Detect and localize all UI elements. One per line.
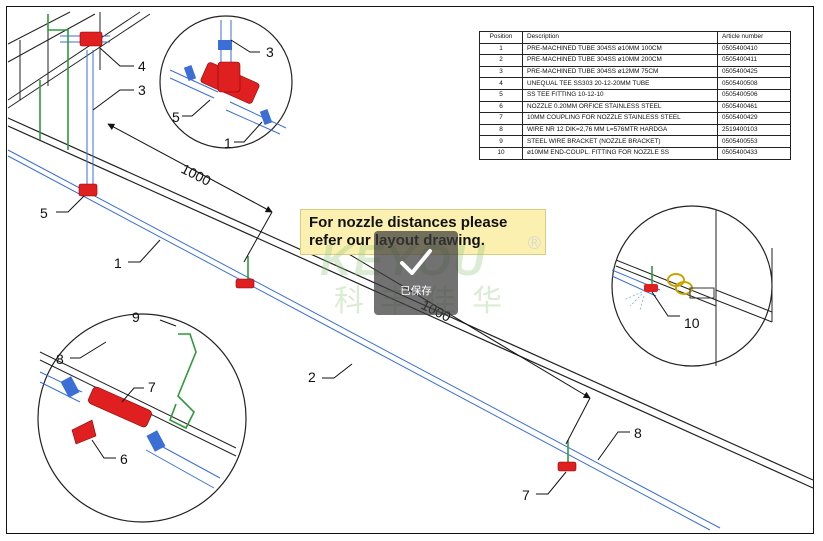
cell-position: 6 bbox=[479, 100, 523, 114]
callout-2: 2 bbox=[308, 369, 316, 385]
dimension-label-1: 1000 bbox=[179, 160, 214, 188]
callout-5-main: 5 bbox=[40, 205, 48, 221]
fittings bbox=[78, 31, 577, 472]
callout-1-top: 1 bbox=[224, 135, 232, 151]
cell-description: SS TEE FITTING 10-12-10 bbox=[522, 88, 718, 102]
callout-8-detail: 8 bbox=[56, 351, 64, 367]
cell-position: 5 bbox=[479, 88, 523, 102]
saved-toast-label: 已保存 bbox=[400, 285, 432, 297]
callout-6: 6 bbox=[120, 451, 128, 467]
frame-structure bbox=[7, 11, 151, 109]
nozzle-coupling-b bbox=[557, 461, 577, 472]
checkmark-icon bbox=[400, 249, 432, 275]
cell-position: 4 bbox=[479, 77, 523, 90]
cell-position: 1 bbox=[479, 42, 523, 56]
callout-3-main: 3 bbox=[138, 82, 146, 98]
cell-description: STEEL WIRE BRACKET (NOZZLE BRACKET) bbox=[522, 135, 718, 148]
dimension-lines bbox=[107, 123, 591, 445]
callout-4: 4 bbox=[138, 58, 146, 74]
callout-5-top: 5 bbox=[172, 109, 180, 125]
saved-toast: 已保存 bbox=[374, 231, 458, 315]
detail-circle-top: 3 5 1 bbox=[159, 15, 293, 151]
header-article-number: Article number bbox=[717, 31, 791, 44]
cell-description: 10MM COUPLING FOR NOZZLE STAINLESS STEEL bbox=[522, 112, 718, 125]
cell-article: 0505400411 bbox=[717, 54, 791, 67]
leader-lines bbox=[56, 47, 630, 495]
cell-article: 0505400508 bbox=[717, 77, 791, 90]
header-description: Description bbox=[522, 31, 718, 44]
cell-description: PRE-MACHINED TUBE 304SS ø10MM 200CM bbox=[522, 54, 718, 67]
note-line-1: For nozzle distances please bbox=[309, 214, 508, 231]
cell-description: PRE-MACHINED TUBE 304SS ø10MM 100CM bbox=[522, 42, 718, 56]
callout-7-detail: 7 bbox=[148, 379, 156, 395]
drawing-frame bbox=[6, 6, 814, 534]
tee-fitting-4 bbox=[79, 31, 103, 47]
cell-article: 0505400425 bbox=[717, 65, 791, 79]
callout-9: 9 bbox=[132, 309, 140, 325]
cell-article: 0505400506 bbox=[717, 88, 791, 102]
cell-position: 7 bbox=[479, 112, 523, 125]
detail-circle-right: 10 bbox=[611, 205, 773, 367]
cell-description: UNEQUAL TEE SS303 20-12-20MM TUBE bbox=[522, 77, 718, 90]
detail-circle-bottom: 9 8 7 6 bbox=[37, 309, 247, 523]
callout-3-top: 3 bbox=[266, 44, 274, 60]
cell-position: 10 bbox=[479, 146, 523, 160]
cell-article: 0505400461 bbox=[717, 100, 791, 114]
parts-table-header: Position Description Article number bbox=[479, 31, 791, 44]
cell-article: 0505400410 bbox=[717, 42, 791, 56]
cell-position: 9 bbox=[479, 135, 523, 148]
callout-10: 10 bbox=[684, 315, 700, 331]
header-position: Position bbox=[479, 31, 523, 44]
wire-brackets bbox=[39, 14, 569, 466]
cell-description: WIRE NR 12 DIK=2,76 MM L=576MTR HARDGA bbox=[522, 123, 718, 137]
cell-article: 0505400553 bbox=[717, 135, 791, 148]
nozzle-coupling-a bbox=[235, 278, 255, 289]
cell-article: 2519400103 bbox=[717, 123, 791, 137]
registered-mark: ® bbox=[527, 233, 541, 253]
cell-description: NOZZLE 0.20MM ORFICE STAINLESS STEEL bbox=[522, 100, 718, 114]
cell-article: 0505400433 bbox=[717, 146, 791, 160]
cell-position: 8 bbox=[479, 123, 523, 137]
tee-fitting-5 bbox=[78, 183, 98, 197]
callout-1-main: 1 bbox=[114, 255, 122, 271]
cell-description: ø10MM END-COUPL. FITTING FOR NOZZLE SS bbox=[522, 146, 718, 160]
callout-7-main: 7 bbox=[522, 487, 530, 503]
cell-position: 2 bbox=[479, 54, 523, 67]
callout-8-right: 8 bbox=[634, 425, 642, 441]
cell-description: PRE-MACHINED TUBE 304SS ø12MM 75CM bbox=[522, 65, 718, 79]
cell-article: 0505400429 bbox=[717, 112, 791, 125]
cell-position: 3 bbox=[479, 65, 523, 79]
